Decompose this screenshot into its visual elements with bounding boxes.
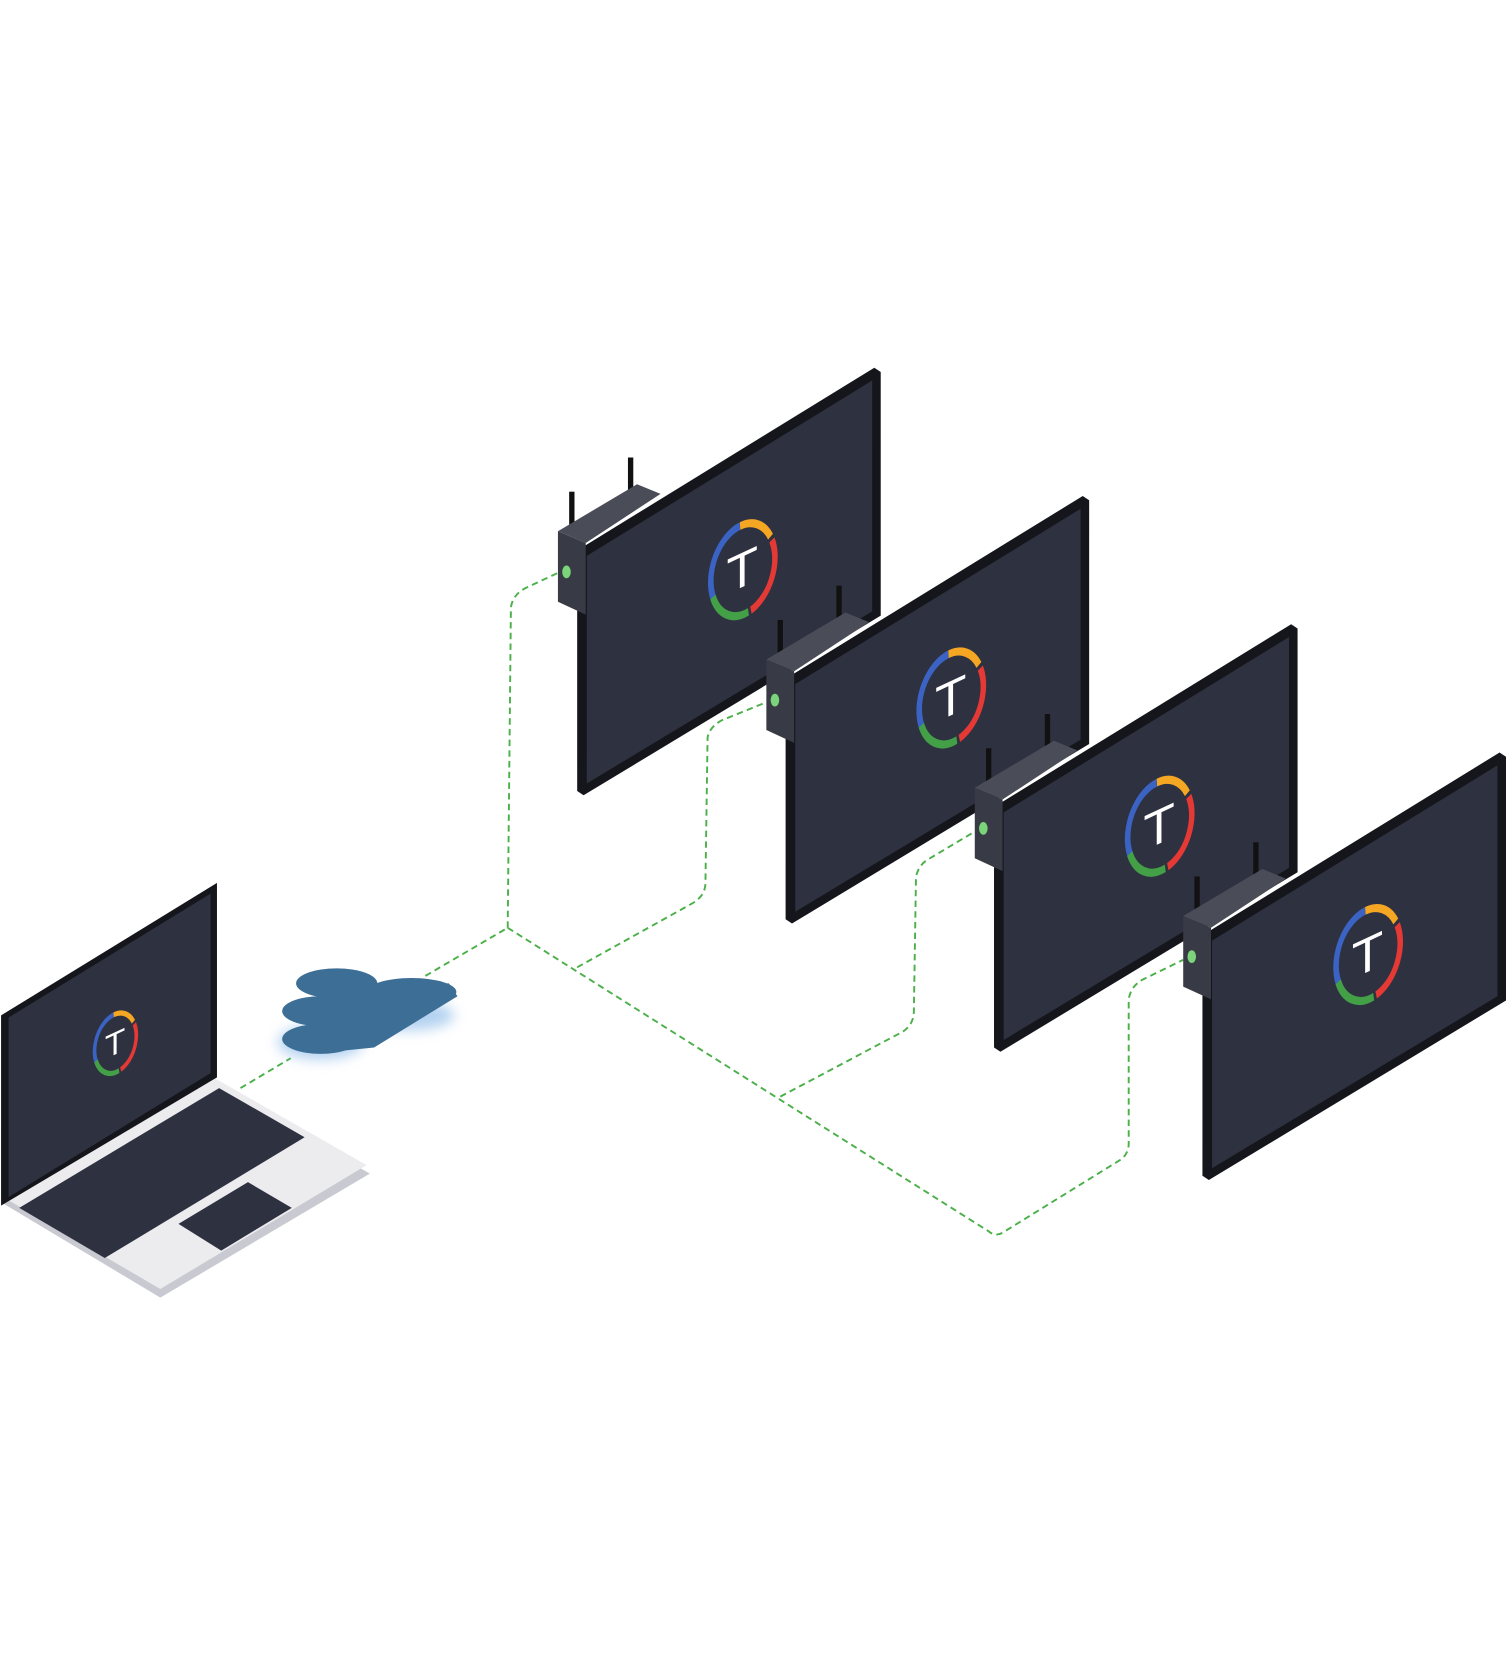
display-2: T (766, 495, 1090, 924)
display-4: T (1183, 752, 1506, 1181)
logo-icon: T (87, 993, 144, 1094)
svg-text:T: T (105, 1022, 125, 1067)
display-1: T (557, 367, 881, 796)
connection-display-3 (779, 830, 976, 1098)
connection-laptop-cloud (239, 1057, 292, 1089)
connection-cloud-hub (424, 926, 509, 977)
media-player-icon (557, 457, 661, 615)
laptop-trackpad (178, 1182, 292, 1251)
display-screen (586, 380, 873, 784)
cloud-icon (277, 968, 458, 1060)
display-3: T (974, 624, 1298, 1052)
media-player-icon (974, 714, 1078, 872)
status-led-icon (562, 565, 571, 579)
laptop-screen (8, 893, 211, 1198)
laptop-keyboard (19, 1088, 305, 1259)
connection-lines (239, 572, 1184, 1236)
connection-trunk (507, 926, 1184, 1236)
laptop-icon: T (1, 882, 370, 1298)
media-player-icon (766, 585, 869, 743)
connection-display-1 (506, 572, 559, 928)
media-player-icon (1183, 842, 1286, 1000)
connection-display-2 (576, 701, 767, 969)
